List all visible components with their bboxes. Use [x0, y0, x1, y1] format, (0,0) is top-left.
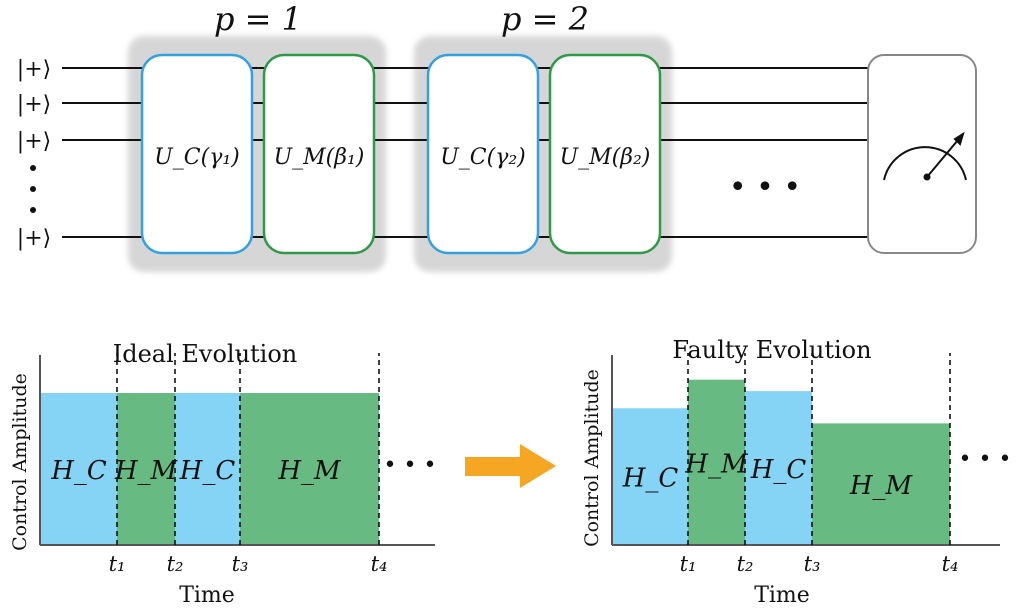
faulty-chart: Faulty Evolution Control Amplitude Time …	[581, 336, 1011, 608]
circuit-continuation: • • •	[729, 170, 801, 205]
faulty-segment-4-label: H_M	[849, 471, 914, 501]
ideal-ellipsis: • • •	[384, 453, 437, 478]
vertical-dots	[30, 165, 36, 213]
circuit: p = 1 p = 2 U_C(γ₁) U_M(β₁) U_C(γ₂) U_M(…	[17, 0, 977, 272]
faulty-ellipsis: • • •	[959, 447, 1012, 472]
ideal-tick-4: t₄	[371, 552, 388, 576]
ideal-segment-3-label: H_C	[179, 456, 236, 486]
faulty-segment-3	[745, 391, 812, 545]
ideal-segment-1-label: H_C	[50, 456, 107, 486]
faulty-segment-1	[613, 408, 688, 545]
gate-um-2-label: U_M(β₂)	[560, 145, 651, 170]
gate-uc-2	[426, 53, 540, 255]
qubit-label-4: |+⟩	[17, 226, 51, 251]
measurement-meter-icon	[883, 131, 967, 181]
transition-arrow	[465, 444, 556, 488]
faulty-title: Faulty Evolution	[672, 336, 871, 364]
ideal-segment-3	[175, 393, 240, 545]
faulty-tick-2: t₂	[737, 552, 754, 576]
ideal-segment-4	[240, 393, 379, 545]
ideal-segment-1	[41, 393, 117, 545]
ideal-tick-1: t₁	[109, 552, 126, 576]
faulty-ylabel: Control Amplitude	[581, 369, 603, 547]
qubit-label-1: |+⟩	[17, 57, 51, 82]
measurement-box	[867, 54, 977, 254]
faulty-segment-2	[688, 379, 745, 545]
ideal-chart: Ideal Evolution Control Amplitude Time •…	[9, 340, 436, 608]
gate-uc-1-label: U_C(γ₁)	[154, 145, 240, 170]
ideal-title: Ideal Evolution	[113, 340, 298, 368]
ideal-xlabel: Time	[179, 583, 235, 608]
ideal-segment-4-label: H_M	[277, 456, 342, 486]
faulty-tick-3: t₃	[804, 552, 821, 576]
gate-uc-1	[140, 53, 254, 255]
ideal-ylabel: Control Amplitude	[9, 373, 31, 551]
gate-uc-2-label: U_C(γ₂)	[440, 145, 526, 170]
faulty-tick-4: t₄	[942, 552, 959, 576]
gate-um-1	[262, 53, 376, 255]
faulty-tick-1: t₁	[680, 552, 697, 576]
ideal-segment-2	[117, 393, 175, 545]
faulty-segment-1-label: H_C	[622, 464, 679, 494]
layer-1-label: p = 1	[214, 0, 302, 38]
gate-um-2	[548, 53, 662, 255]
ideal-tick-3: t₃	[232, 552, 249, 576]
faulty-segment-3-label: H_C	[750, 455, 807, 485]
qubit-label-3: |+⟩	[17, 129, 51, 154]
faulty-segment-2-label: H_M	[684, 449, 749, 479]
faulty-segment-4	[812, 423, 950, 545]
gate-um-1-label: U_M(β₁)	[274, 145, 365, 170]
qubit-label-2: |+⟩	[17, 92, 51, 117]
ideal-tick-2: t₂	[167, 552, 184, 576]
layer-2-label: p = 2	[501, 0, 589, 38]
faulty-xlabel: Time	[754, 583, 810, 608]
ideal-segment-2-label: H_M	[114, 456, 179, 486]
